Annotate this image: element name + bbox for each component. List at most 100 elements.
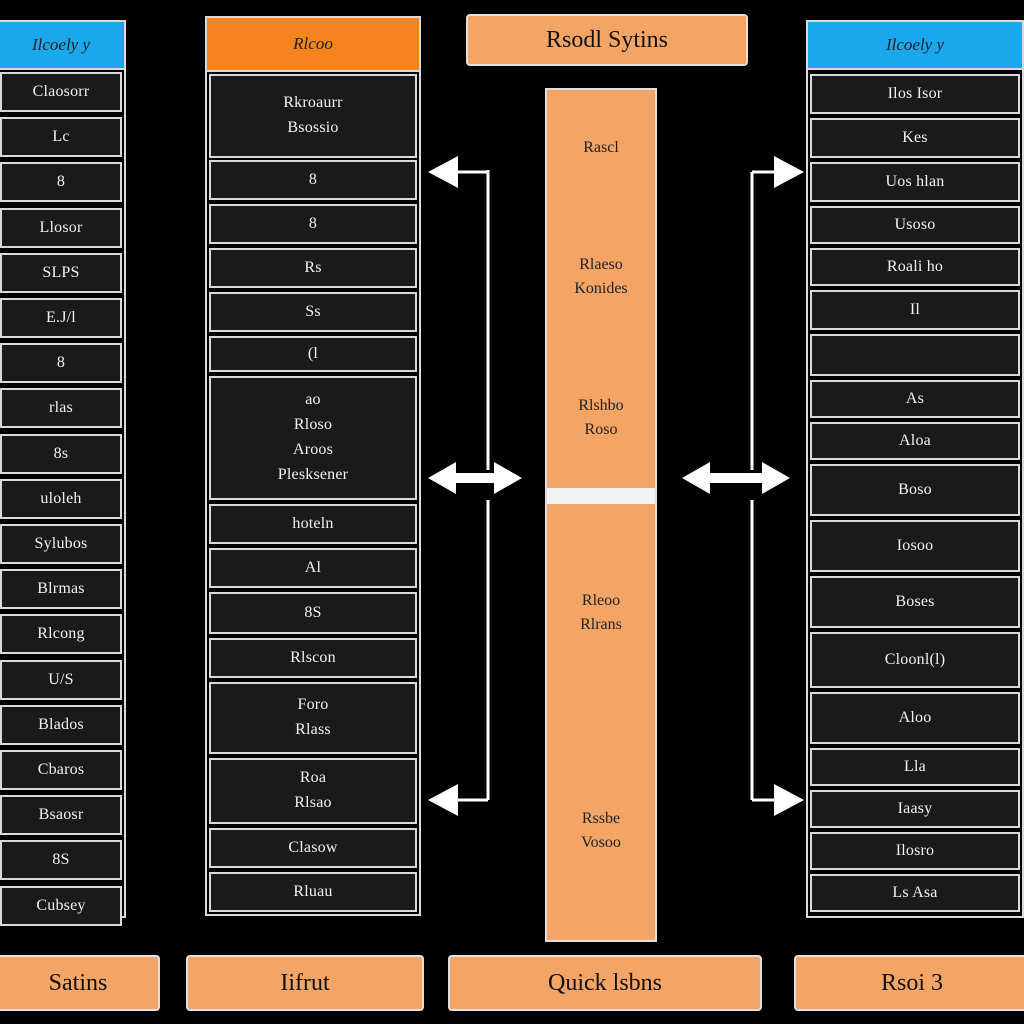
mid-right-column-row-label: Cloonl(l) [884,650,946,668]
left-column-row-label: Claosorr [32,82,90,100]
mid-left-column-row-label: (l [307,344,319,362]
mid-left-column-header-text: Rlcoo [293,34,333,53]
mid-left-column-row-label: Bsossio [287,119,339,136]
mid-left-column-row-label: hoteln [292,514,334,532]
mid-left-column-row-label: 8S [304,603,322,621]
mid-left-column-row-label: 8 [308,170,318,188]
mid-right-column-row: Lla [810,748,1020,786]
mid-right-column-row-label: Usoso [894,215,936,233]
core-lower-label-line: Vosoo [581,834,621,851]
left-column-row: Claosorr [0,72,122,112]
mid-left-column-row: hoteln [209,504,417,544]
left-column-row-label: Rlcong [37,624,85,642]
core-upper-label-line: Rlshbo [578,396,624,414]
left-column-row: Blados [0,705,122,745]
arrow-right-bottom-icon [774,784,804,816]
mid-right-column-row-label: Uos hlan [885,172,945,190]
mid-right-column-row-label: Lla [904,757,926,775]
mid-right-column-row: Ilosro [810,832,1020,870]
mid-left-column-row: (l [209,336,417,372]
mid-left-column-row-label: Rlass [295,721,331,738]
left-column-row: Llosor [0,208,122,248]
left-column-row-label: E.J/l [46,308,76,326]
left-column-header: Ilcoely y [0,22,124,70]
mid-right-column-row: Aloo [810,692,1020,744]
mid-right-column-row [810,334,1020,376]
footer-button-quick[interactable]: Quick lsbns [448,955,762,1011]
mid-right-column-row: As [810,380,1020,418]
left-column-row: 8S [0,840,122,880]
mid-left-column-header: Rlcoo [207,18,419,72]
arrow-right-top-icon [774,156,804,188]
mid-left-column-row-label: Clasow [288,838,338,856]
footer-button-iifrut-label: Iifrut [280,969,330,996]
mid-left-column-row-label: Ss [305,302,321,320]
core-upper-label-line: Rlaeso [579,255,623,273]
mid-right-column-row: Boses [810,576,1020,628]
left-column-row-label: Blados [38,715,84,733]
mid-left-column-row: Ss [209,292,417,332]
mid-left-column-row-label: Rs [304,258,322,276]
mid-left-column-row-label: Plesksener [277,465,349,483]
double-arrow-right-tail-icon [762,462,790,494]
mid-left-column-row-label: Al [304,558,322,576]
footer-button-satins[interactable]: Satins [0,955,160,1011]
left-column-row-label: Lc [52,127,70,145]
left-column-row-label: U/S [48,670,74,688]
left-column-row-label: Llosor [39,218,83,236]
mid-left-column-row-label: Rloso [293,416,333,434]
mid-right-column-row-label: Ilosro [895,841,935,859]
core-lower-label-line: Rssbe [581,810,621,827]
double-arrow-left-shaft [450,473,500,483]
mid-left-column-row-label: Roa [299,769,327,787]
left-column-row: 8 [0,162,122,202]
double-arrow-left-head-icon [428,462,456,494]
arrow-left-top-icon [428,156,458,188]
mid-left-column-row-label: Aroos [292,441,334,458]
mid-right-column-row: Il [810,290,1020,330]
mid-right-column-row-label: Kes [902,128,928,146]
arrow-left-bottom-icon [428,784,458,816]
left-column-row: 8 [0,343,122,383]
mid-left-column-row-label: ao [305,391,321,409]
core-upper-label-line: Konides [574,279,628,297]
left-column-row: Lc [0,117,122,157]
mid-right-column-row-label: Ls Asa [892,883,938,901]
footer-button-rsoi[interactable]: Rsoi 3 [794,955,1024,1011]
left-column-row-label: 8 [56,172,66,190]
left-column-row-label: uloleh [40,489,82,507]
left-column-row-label: rlas [49,398,73,416]
mid-left-column-row-label: Rlscon [290,648,336,666]
left-column-row-label: 8s [53,444,69,462]
core-lower-label-line: Rleoo [581,592,621,609]
double-arrow-right-shaft [704,473,768,483]
mid-right-column-row-label: Il [909,300,921,318]
core-upper-label-line: Roso [584,420,618,438]
diagram-title-text: Rsodl Sytins [545,26,669,53]
mid-right-column-row: Iaasy [810,790,1020,828]
mid-left-column-row: Rs [209,248,417,288]
mid-right-column-row-label: As [905,389,925,407]
mid-right-column-row: Aloa [810,422,1020,460]
mid-right-column-row: Cloonl(l) [810,632,1020,688]
left-column-row-label: Sylubos [34,534,88,552]
left-column-row: Blrmas [0,569,122,609]
mid-right-column-row: Kes [810,118,1020,158]
double-arrow-right-head-icon [682,462,710,494]
footer-button-iifrut[interactable]: Iifrut [186,955,424,1011]
mid-right-column-row-label: Boso [898,480,932,498]
mid-left-column-row: 8 [209,204,417,244]
mid-right-column-row: Usoso [810,206,1020,244]
mid-right-column-row-label: Aloo [898,708,932,726]
left-column-row: Cbaros [0,750,122,790]
mid-right-column-row: Iosoo [810,520,1020,572]
left-column-row: Rlcong [0,614,122,654]
left-column-row: Cubsey [0,886,122,926]
